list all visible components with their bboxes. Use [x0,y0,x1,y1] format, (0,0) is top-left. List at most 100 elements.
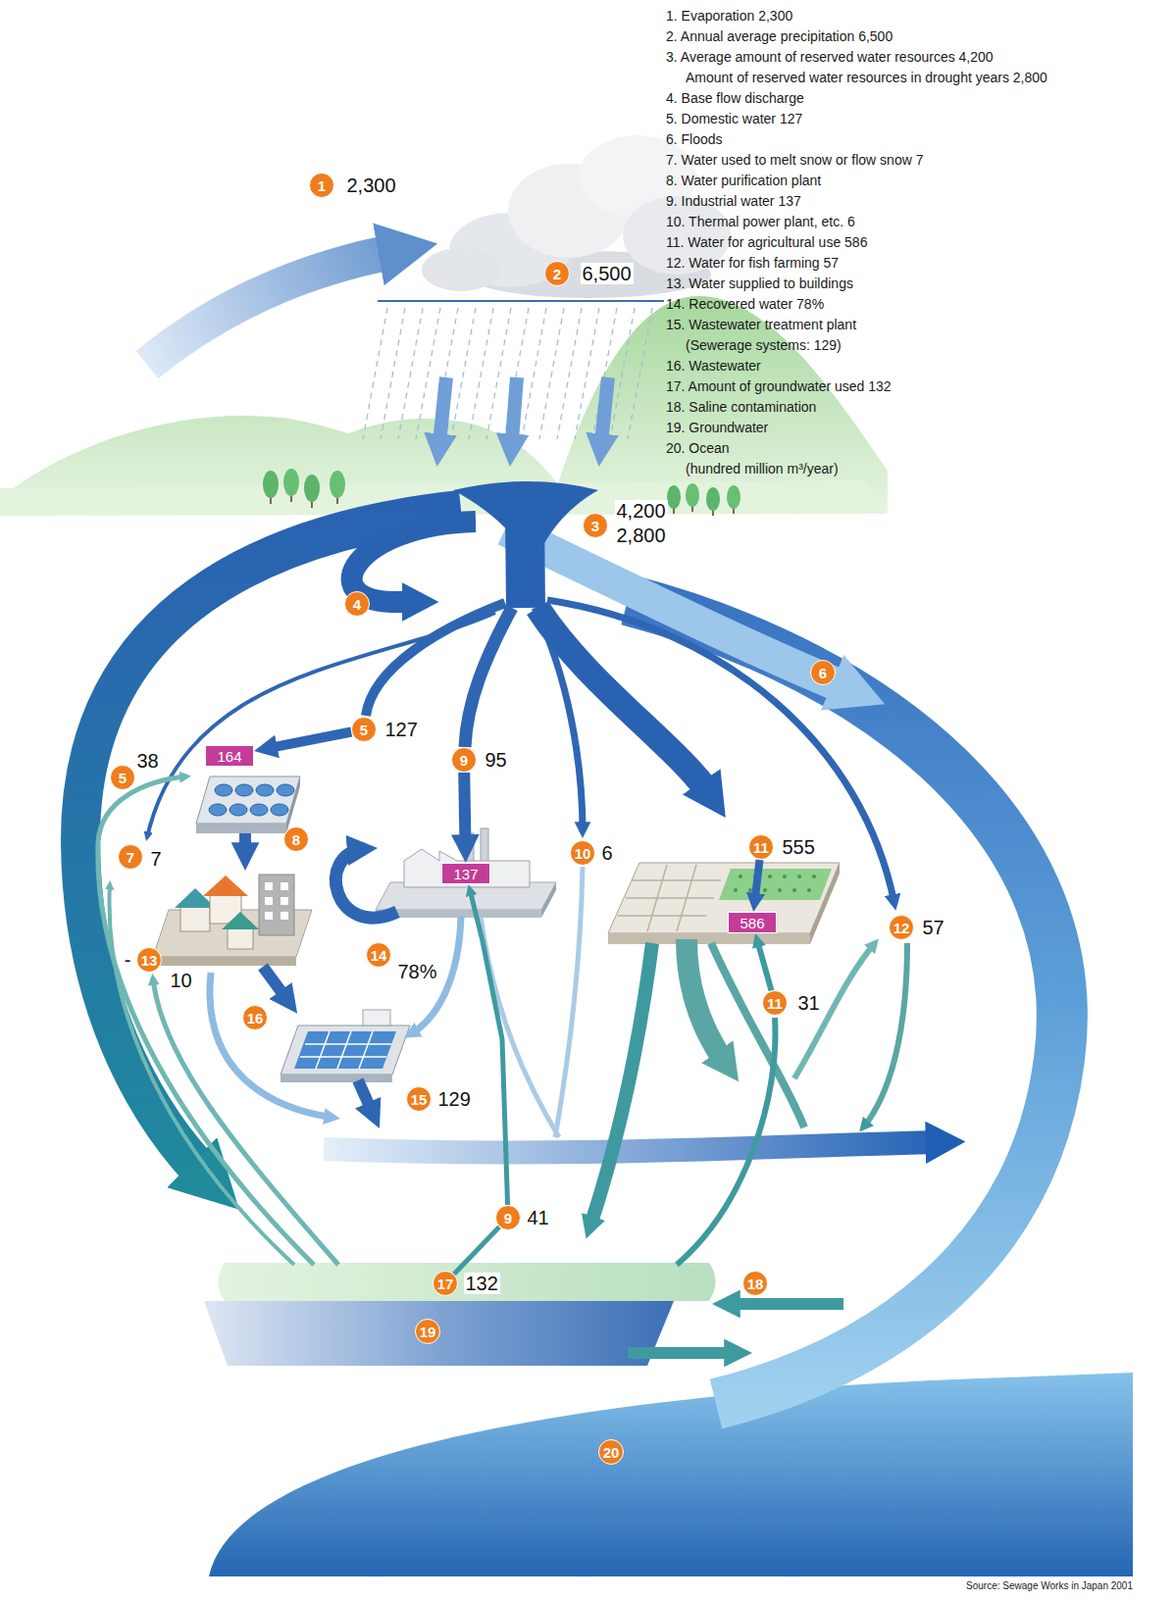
purification-plant [270,804,289,817]
flow-arrow [209,972,334,1119]
flow-value: 2,300 [345,174,399,197]
flow-arrow [555,867,583,1138]
callout-number: 17 [437,1276,455,1292]
groundwater [204,1301,674,1367]
purification-plant [214,784,233,797]
farm [797,874,802,879]
key-entry: 7. Water used to melt snow or flow snow … [665,152,923,169]
tree [329,470,346,499]
flow-value: 555 [780,836,817,859]
flow-arrow [537,608,712,797]
purification-plant [250,804,268,817]
callout-number: 14 [370,948,388,964]
farm [718,868,832,901]
connector-group [263,732,772,1276]
wastewater-plant [362,1010,391,1026]
flow-arrow [262,967,291,1005]
flow-arrow [480,917,560,1138]
ocean [208,1373,1133,1578]
houses [264,882,273,891]
wastewater-plant [300,1031,392,1070]
factory [480,828,489,864]
flow-value: - [122,949,134,971]
flow-value: 4,200 [614,500,668,522]
value-box: 586 [727,912,777,934]
flow-arrow [108,884,295,1266]
callout-number: 3 [591,518,600,534]
key-entry: 12. Water for fish farming 57 [665,255,839,272]
flow-arrow [98,776,908,1354]
purification-plant [229,804,248,817]
farm [608,933,811,945]
flow-connector [454,1226,500,1275]
callout-number: 4 [353,597,361,613]
flow-arrow [863,943,908,1128]
flow-arrow [80,481,1063,1405]
flow-arrow [547,600,895,905]
farm [763,888,767,893]
purification-plant [196,776,301,834]
factory [541,882,557,919]
houses [258,874,295,936]
key-entry: 8. Water purification plant [665,172,821,190]
callout-circle: 1257 [888,915,915,941]
wastewater-plant [280,1074,393,1083]
callout-circle: 26,500 [544,260,570,287]
flow-arrow [464,608,512,748]
flow-value: 7 [149,848,164,870]
farm [608,863,840,945]
callout-circle: 15129 [406,1086,432,1113]
flow-arrow [723,1298,844,1311]
rain [627,307,653,440]
flow-connector [463,772,465,852]
houses [227,927,254,950]
callout-number: 9 [504,1211,512,1226]
callout-circle: 12,300 [308,172,335,199]
callout-number: 10 [574,846,592,862]
flow-arrow [794,943,875,1079]
callout-number: 11 [753,840,769,856]
callout-circle: 20 [598,1439,624,1466]
key-entry: 4. Base flow discharge [665,90,805,107]
callout-circle: 1131 [762,990,788,1017]
callout-number: 20 [603,1445,620,1461]
key-entry: (hundred million m³/year) [685,460,839,478]
flow-arrow [239,833,252,860]
houses [280,882,289,891]
callout-circle: -1310 [136,947,162,973]
farm [738,874,743,879]
tree [726,485,741,510]
callout-number: 13 [141,953,158,969]
flow-connector [263,732,352,751]
river-arrow [323,1142,942,1154]
wastewater-plant [294,1031,397,1070]
key-entry: 6. Floods [665,131,723,149]
callout-number: 12 [893,920,911,936]
callout-number: 16 [247,1011,264,1026]
key-entry: (Sewerage systems: 129) [685,337,842,355]
flow-value: 129 [436,1088,473,1111]
flow-connector [469,889,509,1206]
value-box: 137 [441,863,491,885]
purification-plant [255,784,274,797]
key-entry: 18. Saline contamination [665,399,817,416]
callout-number: 9 [459,753,468,768]
farm [777,888,782,893]
flow-arrow [524,510,526,609]
key-entry: 19. Groundwater [665,419,768,437]
key-entry: 3. Average amount of reserved water reso… [665,49,994,66]
farm [733,888,738,893]
farm [812,874,817,879]
value-box-number: 586 [739,916,765,931]
flow-value: 95 [483,749,510,771]
flow-value: 41 [525,1207,552,1229]
houses [153,957,297,967]
key-entry: 15. Wastewater treatment plant [665,316,857,334]
rain-arrow [510,377,517,454]
value-box-number: 164 [216,749,242,765]
flow-arrow [147,612,496,838]
purification-plant [196,776,301,824]
flow-arrow [357,1080,375,1119]
